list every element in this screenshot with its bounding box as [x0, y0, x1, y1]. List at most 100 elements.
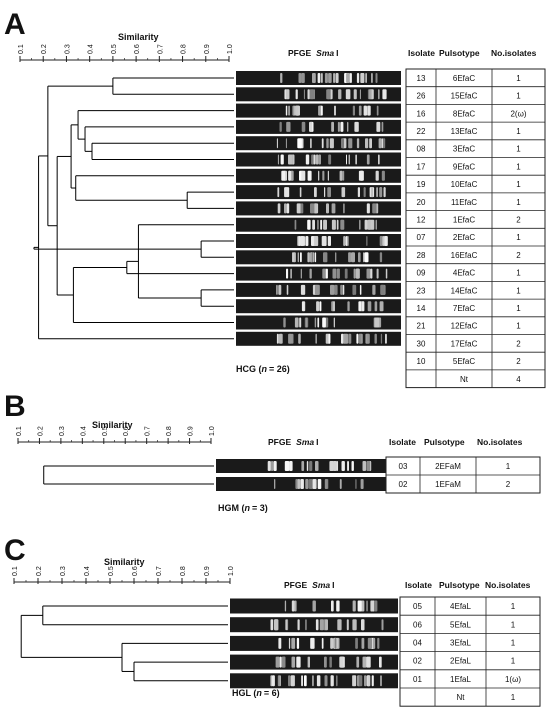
gel-band [340, 121, 344, 132]
gel-band [312, 479, 316, 489]
dendrogram [33, 77, 234, 340]
gel-band [356, 138, 360, 149]
gel-band [364, 219, 368, 230]
gel-band [359, 333, 361, 344]
gel-band [385, 333, 387, 344]
gel-band [301, 461, 305, 471]
gel-band [279, 121, 282, 132]
gel-band [305, 619, 307, 631]
gel-lane [236, 87, 401, 102]
gel-lane [236, 119, 401, 134]
table-cell-count: 1 [516, 304, 521, 313]
gel-band [324, 479, 328, 489]
gel-band [316, 301, 320, 312]
gel-band [352, 619, 357, 631]
gel-band [324, 656, 327, 668]
gel-band [286, 284, 289, 295]
axis-tick-label: 0.3 [60, 566, 67, 576]
table-cell-pulsotype: 3EfaC [453, 145, 475, 154]
gel-band [365, 73, 367, 83]
gel-band [362, 656, 367, 668]
gel-band [284, 203, 287, 214]
gel-band [367, 105, 371, 116]
gel-band [358, 301, 362, 312]
table-cell-isolate: 28 [417, 251, 426, 260]
count-header: No.isolates [491, 48, 537, 58]
gel-band [297, 619, 300, 631]
gel-band [296, 656, 301, 668]
table-cell-count: 1 [516, 145, 521, 154]
gel-band [326, 89, 331, 100]
gel-band [366, 461, 371, 471]
gel-band [291, 656, 296, 668]
gel-band [340, 219, 345, 230]
gel-band [319, 619, 324, 631]
gel-band [379, 187, 383, 198]
table-cell-isolate: 01 [413, 675, 422, 684]
gel-band [378, 154, 380, 165]
gel-band [335, 73, 339, 83]
gel-band [381, 170, 385, 181]
gel-band [364, 252, 369, 263]
gel-band [317, 317, 320, 328]
gel-band [379, 656, 382, 668]
gel-band [336, 600, 340, 612]
gel-band [301, 170, 306, 181]
gel-band [366, 268, 371, 279]
table-cell-isolate: 12 [417, 215, 426, 224]
gel-band [297, 138, 302, 149]
panel-letter: C [4, 534, 26, 567]
gel-band [280, 154, 284, 165]
gel-band [372, 637, 376, 649]
gel-band [343, 236, 346, 246]
gel-lane [236, 103, 401, 118]
gel-lane [230, 598, 398, 614]
gel-band [305, 236, 309, 246]
gel-band [359, 284, 362, 295]
gel-band [339, 170, 343, 181]
gel-band [330, 675, 333, 687]
gel-band [326, 138, 329, 149]
panel-letter: A [4, 8, 26, 41]
gel-band [316, 154, 319, 165]
axis-tick-label: 0.5 [111, 44, 118, 54]
table-cell-isolate: 09 [417, 269, 426, 278]
gel-band [334, 637, 337, 649]
gel-band [322, 170, 325, 181]
gel-band [333, 301, 335, 312]
gel-band [278, 284, 282, 295]
gel-band [283, 317, 286, 328]
gel-band [352, 105, 355, 116]
gel-band [347, 461, 349, 471]
table-cell-count: 1 [516, 269, 521, 278]
gel-band [358, 252, 361, 263]
gel-band [358, 170, 364, 181]
gel-band [318, 105, 322, 116]
gel-band [310, 203, 315, 214]
table-cell-count: 1 [516, 286, 521, 295]
table-cell-pulsotype: 1EfaL [450, 675, 471, 684]
table-cell-pulsotype: Nt [460, 375, 469, 384]
gel-lane-background [236, 266, 401, 281]
gel-band [380, 284, 385, 295]
gel-band [379, 301, 384, 312]
gel-band [317, 219, 319, 230]
gel-band [300, 268, 302, 279]
table-cell-count: 2 [506, 480, 511, 489]
gel-band [336, 219, 339, 230]
gel-band [356, 656, 360, 668]
gel-band [336, 268, 340, 279]
gel-band [277, 203, 281, 214]
gel-lane [236, 152, 401, 167]
table-cell-count: 2 [516, 357, 521, 366]
gel-band [356, 73, 360, 83]
